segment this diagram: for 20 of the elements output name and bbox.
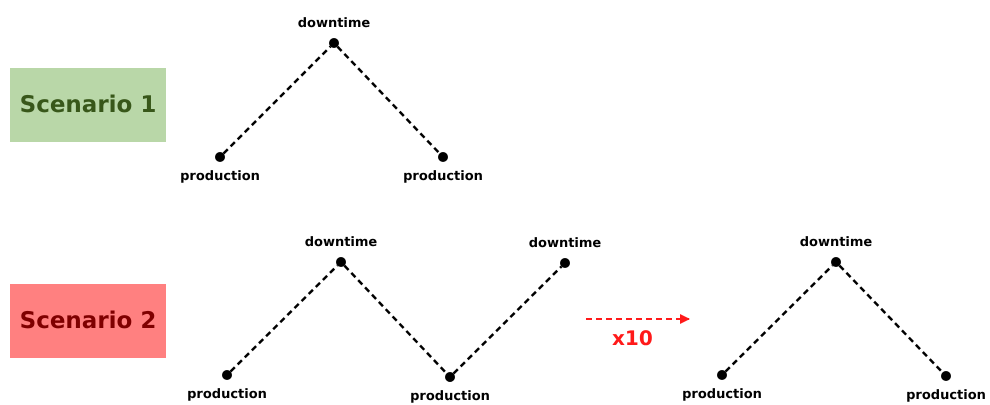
dashed-connector	[344, 264, 448, 374]
dashed-connector	[336, 46, 440, 154]
point-label: production	[410, 389, 490, 405]
dashed-connector	[452, 266, 562, 374]
point-label: production	[187, 387, 267, 403]
point-label: downtime	[800, 235, 872, 251]
scenario-label-box: Scenario 2	[10, 284, 166, 358]
point-label: downtime	[304, 235, 378, 251]
point-label: production	[403, 169, 483, 185]
dashed-connector	[222, 46, 332, 154]
dashed-connector	[724, 264, 834, 372]
point-label: downtime	[298, 16, 370, 32]
point-label: downtime	[528, 236, 602, 252]
dashed-connector	[838, 264, 944, 374]
point-label: production	[906, 388, 986, 404]
point-label: production	[180, 169, 260, 185]
repeat-count-label: x10	[612, 326, 653, 350]
scenario-label-box: Scenario 1	[10, 68, 166, 142]
dashed-connector	[230, 264, 338, 372]
point-label: production	[682, 387, 762, 403]
